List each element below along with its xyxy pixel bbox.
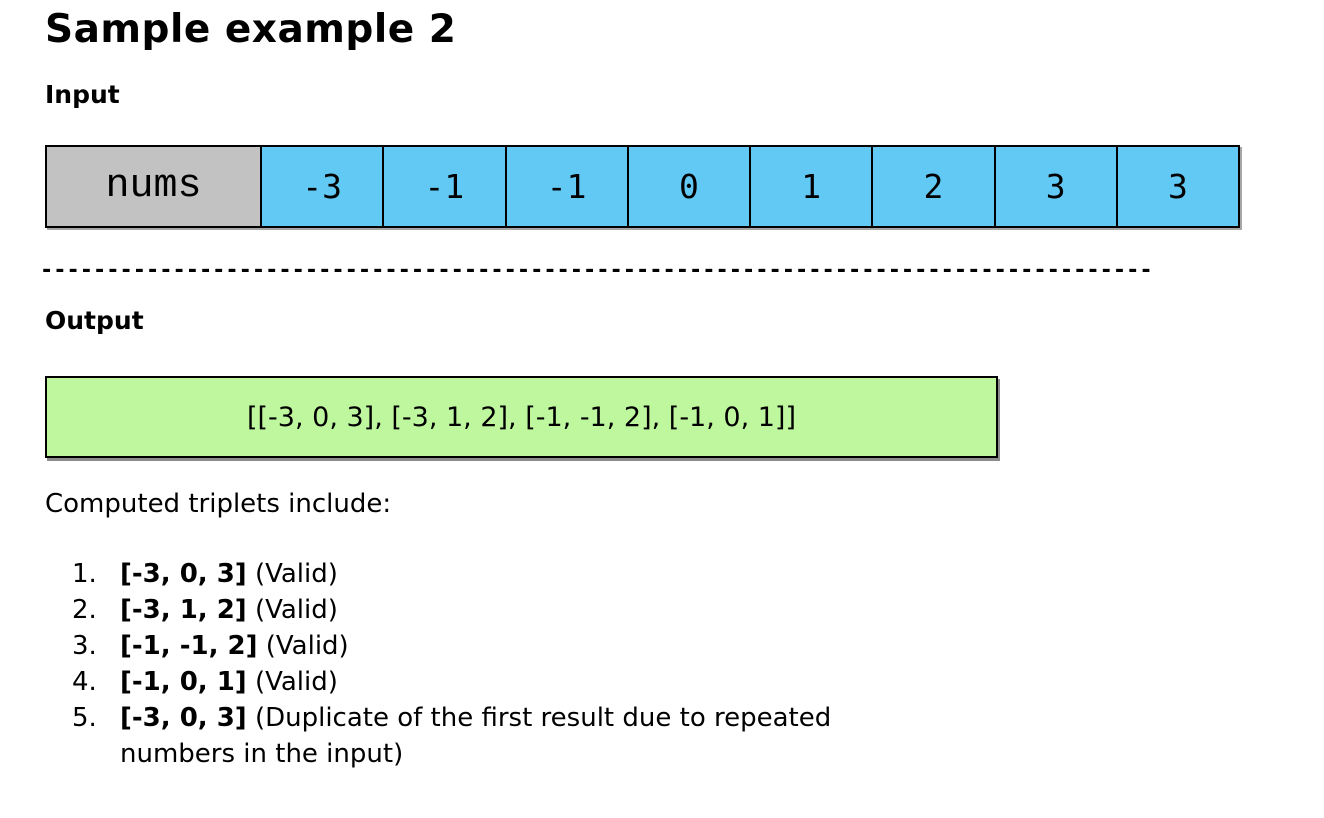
output-box: [[-3, 0, 3], [-3, 1, 2], [-1, -1, 2], [-… — [45, 376, 998, 458]
triplet-note: (Valid) — [265, 631, 349, 661]
array-label-cell: nums — [47, 147, 260, 226]
output-heading: Output — [45, 306, 144, 335]
list-item: 1. [-3, 0, 3] (Valid) — [72, 556, 1284, 592]
list-item: 4. [-1, 0, 1] (Valid) — [72, 664, 1284, 700]
triplet-note: (Valid) — [254, 595, 338, 625]
triplet-value: [-1, 0, 1] — [120, 667, 247, 697]
list-item: 2. [-3, 1, 2] (Valid) — [72, 592, 1284, 628]
dashed-divider: ----------------------------------------… — [40, 258, 1153, 283]
list-text: [-3, 0, 3] (Duplicate of the first resul… — [120, 700, 920, 772]
list-number: 2. — [72, 595, 97, 625]
array-value-cell: -1 — [504, 147, 627, 226]
document: Sample example 2 Input nums -3 -1 -1 0 1… — [40, 6, 1284, 772]
array-value-cell: 2 — [871, 147, 994, 226]
array-value-cell: -1 — [382, 147, 505, 226]
input-heading: Input — [45, 80, 120, 109]
triplet-value: [-3, 1, 2] — [120, 595, 247, 625]
array-value-cell: 0 — [626, 147, 749, 226]
list-item: 5. [-3, 0, 3] (Duplicate of the first re… — [72, 700, 1284, 772]
triplet-list: 1. [-3, 0, 3] (Valid) 2. [-3, 1, 2] (Val… — [45, 556, 1284, 772]
array-value-cell: -3 — [260, 147, 383, 226]
triplet-value: [-3, 0, 3] — [120, 703, 247, 733]
list-text: [-1, -1, 2] (Valid) — [120, 628, 349, 664]
output-value: [[-3, 0, 3], [-3, 1, 2], [-1, -1, 2], [-… — [246, 401, 796, 433]
list-text: [-3, 0, 3] (Valid) — [120, 556, 338, 592]
triplet-note: (Valid) — [254, 559, 338, 589]
list-text: [-1, 0, 1] (Valid) — [120, 664, 338, 700]
list-text: [-3, 1, 2] (Valid) — [120, 592, 338, 628]
page-title: Sample example 2 — [45, 7, 457, 52]
list-item: 3. [-1, -1, 2] (Valid) — [72, 628, 1284, 664]
triplet-note: (Valid) — [254, 667, 338, 697]
list-number: 5. — [72, 703, 97, 733]
array-value-cell: 1 — [749, 147, 872, 226]
list-number: 4. — [72, 667, 97, 697]
list-number: 3. — [72, 631, 97, 661]
list-number: 1. — [72, 559, 97, 589]
array-value-cell: 3 — [993, 147, 1116, 226]
array-value-cell: 3 — [1115, 147, 1238, 226]
intro-text: Computed triplets include: — [45, 489, 392, 519]
input-array-table: nums -3 -1 -1 0 1 2 3 3 — [45, 145, 1240, 228]
triplet-value: [-3, 0, 3] — [120, 559, 247, 589]
triplet-note: (Duplicate of the first result due to re… — [120, 703, 832, 769]
triplet-value: [-1, -1, 2] — [120, 631, 258, 661]
